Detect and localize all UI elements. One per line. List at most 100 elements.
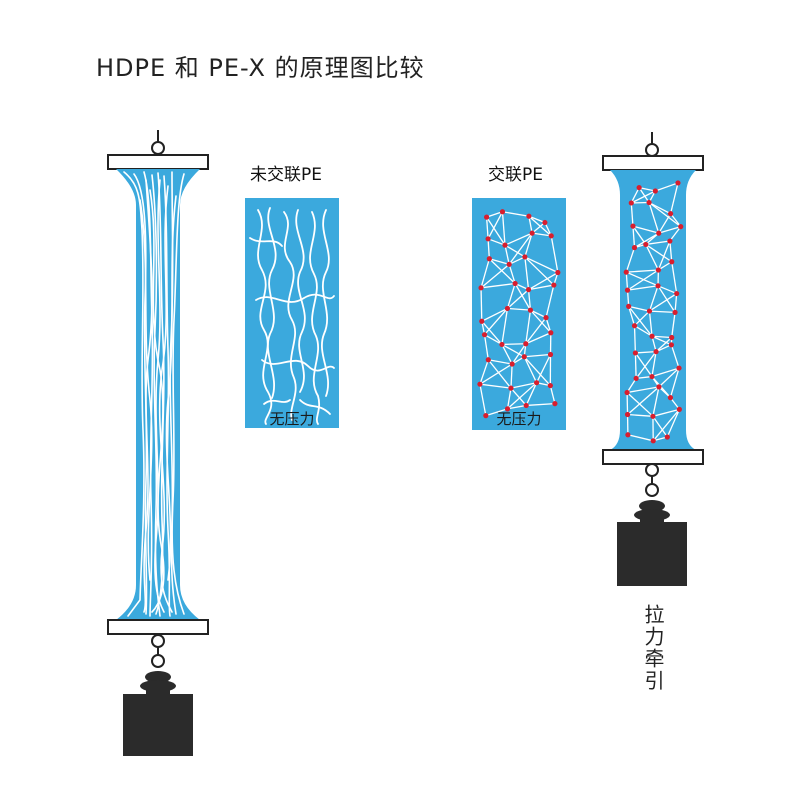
crosslink-node — [552, 401, 558, 407]
network-link — [651, 367, 680, 378]
bottom-clamp-bar — [602, 449, 704, 465]
random-polymer-chains — [249, 207, 335, 425]
network-link — [501, 211, 506, 246]
crosslink-node — [523, 341, 529, 347]
network-link — [658, 261, 673, 271]
network-link — [550, 235, 559, 273]
network-link — [481, 320, 503, 345]
crosslink-node — [676, 406, 682, 412]
top-hanger-hook-icon — [645, 132, 659, 157]
crosslink-node — [527, 307, 534, 313]
uncrosslinked-pe-panel — [245, 198, 339, 428]
crosslink-node — [543, 315, 549, 321]
network-link — [634, 352, 637, 379]
top-clamp-bar — [107, 154, 209, 170]
network-link — [487, 211, 504, 240]
network-link — [524, 256, 555, 286]
crosslink-node — [485, 357, 491, 363]
crosslink-node — [636, 185, 642, 191]
crosslink-node — [669, 259, 675, 265]
crosslink-node — [628, 200, 634, 206]
crosslink-node — [504, 406, 511, 412]
network-link — [648, 202, 682, 228]
network-link — [626, 386, 660, 394]
network-link — [545, 284, 555, 318]
crosslink-node — [624, 411, 631, 418]
network-link — [489, 258, 510, 265]
network-link — [486, 216, 506, 246]
network-link — [658, 213, 672, 234]
crosslink-node — [548, 233, 554, 239]
network-link — [669, 240, 673, 262]
network-link — [627, 386, 660, 416]
network-link — [658, 225, 681, 234]
crosslink-node — [624, 389, 630, 396]
network-link — [480, 258, 490, 289]
pex-stretched-specimen — [602, 132, 704, 586]
crosslink-node — [623, 269, 629, 275]
network-link — [657, 285, 677, 295]
network-link — [636, 375, 653, 380]
network-link — [627, 269, 659, 291]
network-link — [627, 434, 654, 442]
network-link — [508, 256, 526, 265]
network-link — [633, 325, 637, 353]
network-link — [501, 344, 513, 365]
network-link — [487, 359, 512, 389]
network-link — [479, 384, 487, 416]
crosslink-node — [633, 375, 639, 382]
crosslinked-network — [477, 209, 561, 419]
network-link — [626, 378, 637, 393]
crosslink-node — [479, 318, 485, 324]
diagram-title: HDPE 和 PE-X 的原理图比较 — [96, 54, 425, 82]
network-link — [635, 351, 657, 354]
crosslink-node — [678, 224, 684, 230]
network-link — [634, 352, 653, 377]
network-link — [507, 404, 527, 410]
network-link — [625, 272, 629, 291]
network-link — [652, 386, 660, 417]
crosslink-node — [534, 380, 540, 386]
network-link — [549, 385, 556, 404]
crosslink-node — [477, 381, 483, 387]
crosslink-node — [499, 209, 506, 215]
crosslink-node — [646, 308, 653, 314]
network-link — [485, 408, 508, 417]
network-link — [634, 325, 653, 337]
uncrosslinked-pe-label: 未交联PE — [250, 165, 322, 185]
network-link — [652, 415, 668, 438]
network-link — [648, 311, 653, 337]
crosslinked-pe-label: 交联PE — [488, 165, 543, 185]
network-link — [523, 356, 538, 383]
stretched-crosslinked-network — [623, 180, 684, 444]
crosslink-node — [485, 236, 491, 242]
crosslink-node — [523, 402, 529, 409]
crosslink-node — [656, 384, 662, 390]
network-link — [638, 187, 650, 203]
crosslink-node — [646, 199, 652, 206]
network-link — [523, 356, 551, 387]
network-link — [670, 213, 682, 228]
crosslink-node — [653, 349, 659, 355]
network-link — [508, 264, 516, 284]
crosslink-node — [504, 305, 511, 312]
crosslink-node — [542, 219, 548, 226]
network-link — [480, 282, 516, 289]
network-link — [655, 182, 679, 192]
top-hanger-hook-icon — [151, 130, 165, 155]
stretched-pex-body — [610, 170, 696, 450]
crosslink-node — [502, 242, 508, 248]
network-link — [669, 226, 682, 242]
crosslink-node — [483, 413, 489, 419]
network-link — [651, 335, 672, 346]
network-link — [627, 413, 653, 417]
network-link — [527, 289, 532, 311]
network-link — [479, 383, 512, 389]
crosslink-node — [631, 323, 638, 329]
crosslink-node — [652, 188, 658, 194]
network-link — [627, 285, 659, 291]
network-link — [628, 305, 650, 312]
network-link — [671, 261, 678, 294]
hanging-weight-icon — [617, 500, 687, 586]
